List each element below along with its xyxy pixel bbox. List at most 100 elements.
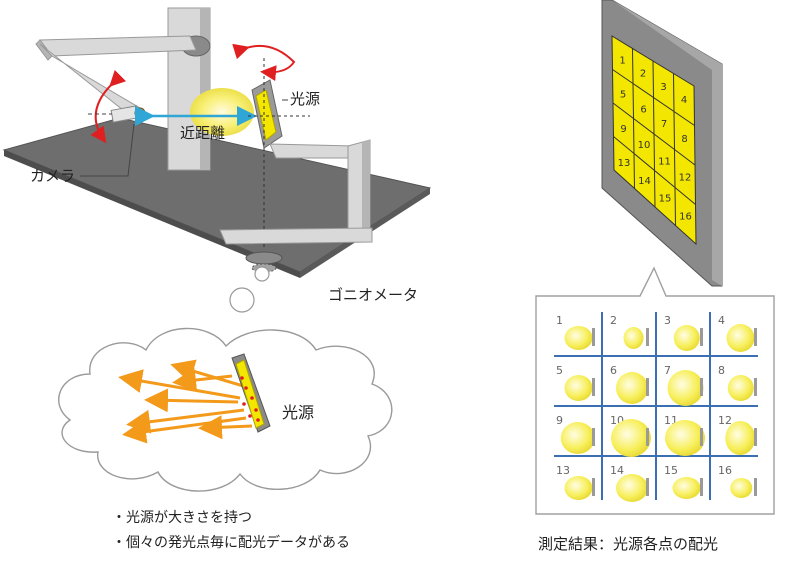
result-cell: 9 [556,414,595,454]
mini-source-bar [754,378,757,396]
light-distribution-lobe [616,474,648,502]
panel-cell-number: 9 [620,124,626,135]
result-cell-number: 4 [718,314,725,327]
light-distribution-lobe [665,420,705,456]
light-distribution-lobe [730,478,753,498]
result-cell-number: 5 [556,364,563,377]
camera-lens [134,107,146,119]
result-cell-number: 15 [664,464,678,477]
panel-cell-number: 16 [679,211,692,222]
result-cell-number: 2 [610,314,617,327]
mini-source-bar [700,328,703,346]
light-source-label: 光源 [290,90,320,108]
result-cell-number: 7 [664,364,671,377]
result-cell: 11 [664,414,705,456]
light-distribution-lobe [564,476,593,500]
light-distribution-lobe [673,325,700,351]
panel-cell-number: 5 [620,90,626,101]
result-cell: 5 [556,364,595,401]
panel-cell-number: 8 [681,134,687,145]
result-cell: 15 [664,464,703,499]
near-distance-label: 近距離 [180,124,225,142]
panel-cell-number: 7 [661,119,667,130]
panel-cell-number: 1 [619,55,625,66]
thought-bubble: 光源 [58,266,393,492]
panel-cell-number: 2 [640,69,646,80]
light-distribution-lobe [726,324,755,352]
mini-source-bar [646,328,649,346]
result-cell: 6 [610,364,649,404]
cloud-light-source-label: 光源 [282,403,314,422]
panel-cell-number: 15 [659,194,672,205]
mini-source-bar [646,378,649,396]
result-cell-number: 9 [556,414,563,427]
panel-cell-number: 11 [658,156,671,167]
light-distribution-lobe [560,422,595,454]
mini-source-bar [754,478,757,496]
result-cell: 8 [718,364,757,401]
result-cell: 12 [718,414,757,455]
panel-cell-number: 12 [679,173,692,184]
result-cell: 7 [664,364,704,406]
result-caption: 測定結果：光源各点の配光 [538,535,718,553]
light-distribution-lobe [611,419,651,457]
camera-rotation-arrow [90,69,127,144]
result-cell: 3 [664,314,703,351]
result-cell-number: 16 [718,464,732,477]
panel-cell-number: 10 [638,140,651,151]
result-cell-number: 8 [718,364,725,377]
panel-cell-number: 4 [681,95,687,106]
result-grid [554,312,758,500]
camera-label: カメラ [30,167,75,185]
panel-grid-lines [612,48,696,226]
mini-source-bar [700,378,703,396]
bullet-2: ・個々の発光点毎に配光データがある [112,534,350,551]
panel-cell-number: 6 [640,104,646,115]
result-cell: 13 [556,464,595,500]
mini-source-bar [646,428,649,446]
underside-disk [245,251,283,265]
result-cell-number: 12 [718,414,732,427]
result-cell: 16 [718,464,757,498]
result-cell-number: 13 [556,464,570,477]
panel-grid-h [612,102,696,166]
result-cell: 4 [718,314,757,352]
mini-source-bar [592,478,595,496]
mini-source-bar [592,428,595,446]
emission-points [240,376,260,422]
mini-source-bar [700,478,703,496]
result-cell: 1 [556,314,595,350]
mini-source-bar [592,328,595,346]
cloud-shape [58,327,393,492]
light-distribution-lobe [725,421,756,455]
thought-dot-small [254,266,270,282]
thought-dot-large [229,287,255,313]
mini-source-bar [700,428,703,446]
result-cell: 10 [610,414,651,457]
goniometer-label: ゴニオメータ [328,286,418,304]
stage-rotation-arrow [232,43,296,82]
goniometer-apparatus: 近距離 光源 カメラ ゴニオメータ [2,7,432,304]
panel-grid-h [613,136,696,205]
light-distribution-lobe [623,327,644,349]
light-distribution-lobe [564,326,593,350]
light-distribution-lobe [727,375,754,401]
result-cell-number: 14 [610,464,624,477]
mini-source-bar [754,428,757,446]
panel-cell-number: 3 [660,82,666,93]
panel-cell-number: 13 [618,158,631,169]
base-plate-edge [4,150,300,278]
panel-grid-v [673,73,676,226]
mini-source-bar [592,378,595,396]
light-distribution-lobe [616,372,648,404]
result-cell: 2 [610,314,649,349]
light-distribution-lobe [672,477,701,499]
light-distribution-lobe [667,370,704,406]
rotation-stage [219,227,373,245]
bullet-1: ・光源が大きさを持つ [112,510,252,526]
